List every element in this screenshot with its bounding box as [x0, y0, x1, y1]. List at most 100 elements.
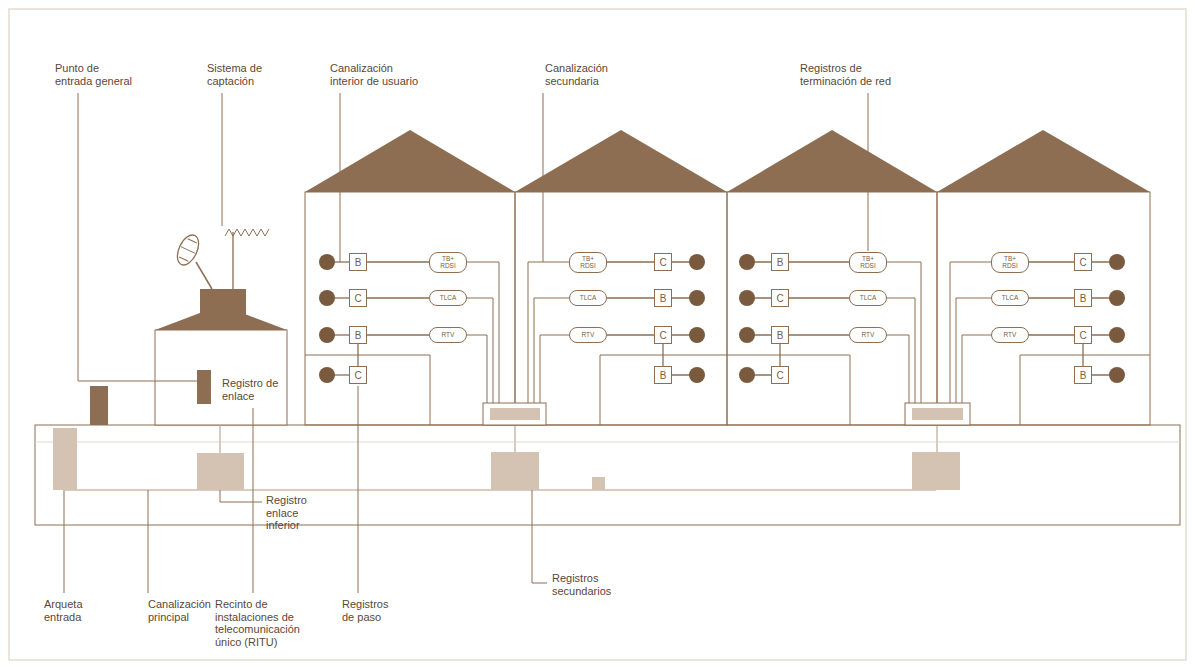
node-text: TB+ RDSI: [576, 255, 600, 269]
node-text: B: [1080, 293, 1087, 304]
outlet-dot: [1109, 367, 1125, 383]
node-text: TB+ RDSI: [436, 255, 460, 269]
leader-line: [78, 93, 197, 381]
register-box: B: [1074, 366, 1092, 384]
node-text: TB+ RDSI: [856, 255, 880, 269]
duct-line: [956, 298, 1010, 403]
outlet-dot: [319, 367, 335, 383]
node-text: RTV: [582, 331, 595, 338]
connector: [779, 344, 780, 366]
entry-pit: [53, 428, 77, 490]
register-box: B: [654, 289, 672, 307]
node-text: B: [660, 370, 667, 381]
node-text: TLCA: [1002, 294, 1019, 301]
node-text: C: [659, 257, 666, 268]
outlet-dot: [319, 327, 335, 343]
callout-label: Recinto de instalaciones de telecomunica…: [215, 598, 307, 648]
connector: [789, 297, 849, 298]
house-wall: [305, 192, 515, 425]
node-text: B: [777, 330, 784, 341]
outlet-dot: [689, 290, 705, 306]
leader-line: [64, 490, 65, 593]
node-text: C: [1079, 257, 1086, 268]
callout-label: Registro enlace inferior: [266, 494, 334, 532]
duct-line: [448, 298, 493, 403]
node-text: TLCA: [580, 294, 597, 301]
register-box: B: [654, 366, 672, 384]
chimney-block: [200, 289, 246, 319]
connector: [357, 344, 358, 366]
register-box: B: [771, 253, 789, 271]
leader-line: [532, 490, 547, 583]
ground-band: [35, 425, 1180, 525]
callout-label: Canalización secundaria: [545, 62, 615, 87]
outlet-dot: [689, 254, 705, 270]
satellite-dish: [173, 232, 203, 269]
duct-line: [868, 298, 915, 403]
floor-line: [1020, 355, 1150, 425]
floor-line: [600, 355, 727, 425]
house-roof: [727, 130, 937, 192]
riser-duct: [936, 425, 938, 452]
connector: [1029, 334, 1074, 335]
outlet-dot: [689, 327, 705, 343]
terminal-register: TLCA: [991, 290, 1029, 306]
outlet-dot: [739, 327, 755, 343]
duct-line: [540, 335, 588, 403]
riser-duct: [219, 425, 221, 453]
house-wall: [727, 192, 937, 425]
callout-label: Arqueta entrada: [44, 598, 94, 623]
callout-label: Punto de entrada general: [55, 62, 135, 87]
terminal-register: RTV: [429, 327, 467, 343]
connector: [789, 261, 849, 262]
ritu-house: [155, 330, 287, 425]
secondary-register: [483, 403, 546, 425]
terminal-register: RTV: [569, 327, 607, 343]
connector: [1082, 344, 1083, 366]
node-text: C: [1079, 330, 1086, 341]
antenna-elements: [225, 229, 269, 236]
terminal-register: TB+ RDSI: [569, 252, 607, 273]
outlet-dot: [1109, 254, 1125, 270]
leader-line: [340, 93, 341, 262]
leader-line: [222, 93, 223, 226]
callout-label: Canalización interior de usuario: [330, 62, 424, 87]
leader-line: [868, 93, 869, 251]
connector: [367, 297, 429, 298]
node-text: B: [660, 293, 667, 304]
duct-line: [868, 335, 909, 403]
terminal-register: TB+ RDSI: [991, 252, 1029, 273]
callout-label: Sistema de captación: [207, 62, 267, 87]
lower-secondary-box: [491, 452, 539, 490]
register-box: C: [349, 289, 367, 307]
link-register-mark: [197, 370, 211, 404]
node-text: RTV: [442, 331, 455, 338]
node-text: TLCA: [860, 294, 877, 301]
house-roof: [515, 130, 727, 192]
connector: [662, 344, 663, 366]
terminal-register: TB+ RDSI: [429, 252, 467, 273]
register-box: C: [771, 289, 789, 307]
connector: [607, 261, 654, 262]
node-text: C: [776, 370, 783, 381]
dish-rib: [188, 239, 197, 243]
node-text: TLCA: [440, 294, 457, 301]
outlet-dot: [319, 254, 335, 270]
outlet-dot: [739, 367, 755, 383]
register-box: C: [349, 366, 367, 384]
house-roof: [937, 130, 1150, 192]
outlet-dot: [1109, 290, 1125, 306]
callout-label: Registros de paso: [342, 598, 397, 623]
connector: [367, 334, 429, 335]
node-text: B: [355, 257, 362, 268]
secondary-register: [905, 403, 970, 425]
leader-line: [358, 386, 359, 593]
leader-line: [148, 490, 149, 593]
terminal-register: TLCA: [569, 290, 607, 306]
secondary-register-fill: [912, 408, 963, 420]
lower-link-box: [197, 453, 244, 490]
leader-line: [253, 408, 254, 593]
house-wall: [515, 192, 727, 425]
